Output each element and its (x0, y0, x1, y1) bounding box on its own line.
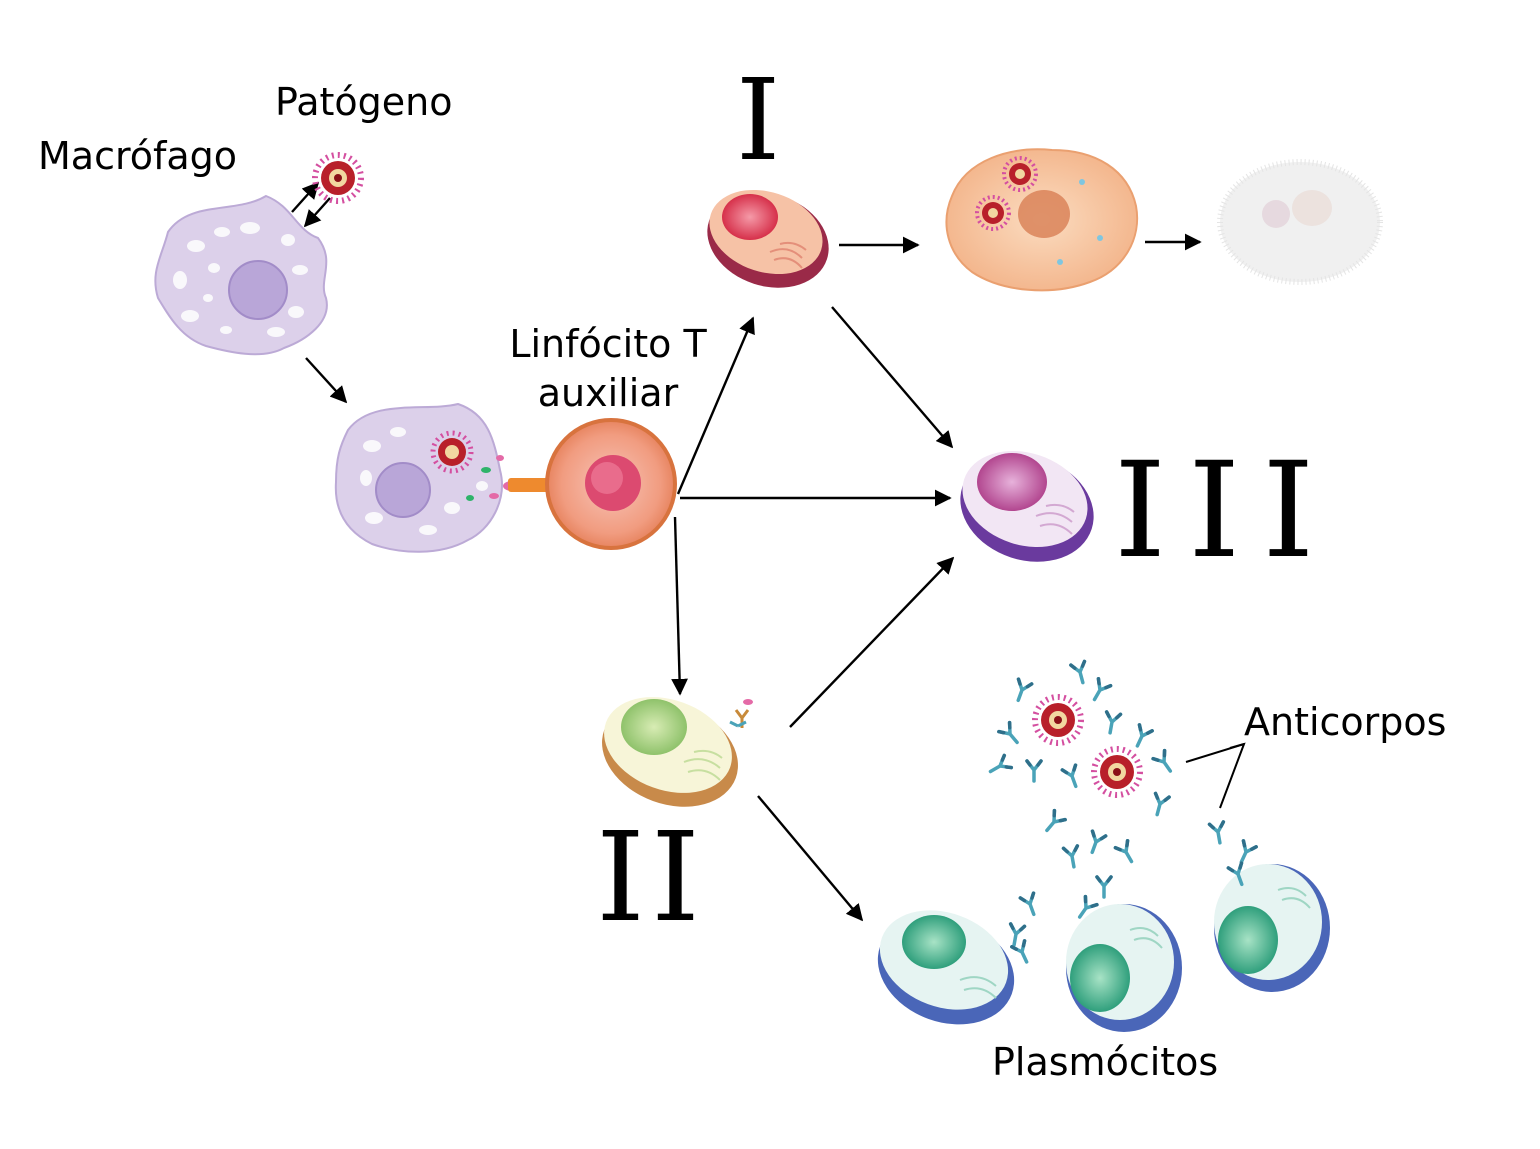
antibody-leader-line-2 (1229, 743, 1245, 749)
antibody-icon (1010, 939, 1029, 964)
arrow-helper-to-bcell (671, 516, 688, 696)
arrow-pathogen-to-macrophage (303, 197, 331, 228)
antibody-icon (1077, 894, 1099, 919)
antibody-icon (1025, 759, 1043, 783)
antibody-icon (1207, 820, 1226, 845)
antibody-icon (1045, 808, 1067, 833)
arrow-macrophage-to-presenting (305, 357, 348, 404)
macrophage-nucleus (228, 260, 288, 320)
neutralized-pathogens (1032, 694, 1143, 798)
antibody-icon (1016, 677, 1034, 703)
plasma-cells-label: Plasmócitos (992, 1040, 1219, 1084)
plasma-cells (877, 864, 1330, 1032)
arrow-macrophage-to-pathogen (291, 181, 320, 213)
pathway-arrows (291, 181, 1246, 922)
macrophage (154, 194, 328, 356)
antibody-icon (1092, 676, 1113, 702)
pathogen (312, 152, 364, 204)
antigen-presenting-macrophage (334, 402, 554, 553)
arrow-cytotoxic-to-memory (831, 306, 954, 449)
antibody-icon (997, 720, 1019, 745)
mhc-tcr-bridge (508, 478, 554, 492)
b-cell-receptors (729, 709, 750, 728)
antibody-icon (1104, 710, 1123, 735)
antibody-icon (1113, 838, 1134, 864)
antibody-icon (1135, 723, 1154, 748)
antibody-icon (1095, 875, 1113, 899)
antibodies-label: Anticorpos (1244, 700, 1447, 744)
helper-t-cell (545, 418, 677, 550)
antibody-icon (1239, 839, 1258, 864)
infected-cell (945, 148, 1139, 292)
pathogen-label: Patógeno (275, 80, 453, 124)
plasma-cell (877, 910, 1015, 1025)
antibody-icon (1061, 844, 1080, 869)
b-cell (602, 697, 753, 807)
antibody-icon (1226, 861, 1244, 887)
arrow-bcell-to-memory (789, 556, 955, 728)
antibodies (988, 659, 1258, 964)
memory-cell (960, 450, 1094, 562)
antibody-icon (1153, 791, 1171, 817)
antibody-leader-lines (1185, 742, 1246, 809)
antibody-icon (1151, 748, 1173, 773)
antibody-icon (988, 753, 1014, 774)
arrow-bcell-to-plasma (757, 795, 864, 922)
pathway-label-i: I (736, 56, 787, 186)
arrow-helper-to-cytotoxic (676, 316, 755, 495)
pathway-label-iii: III (1114, 434, 1337, 588)
helper-t-label-line2: auxiliar (537, 371, 679, 415)
macrophage-label: Macrófago (38, 134, 238, 178)
helper-t-label-line1: Linfócito T (509, 322, 707, 366)
plasma-cell (1214, 864, 1330, 992)
lysed-cell (1217, 159, 1383, 285)
antibody-icon (1018, 891, 1036, 917)
antibody-icon (1060, 763, 1078, 789)
antibody-icon (1090, 829, 1108, 855)
plasma-cell (1066, 904, 1182, 1032)
antibody-icon (1008, 922, 1027, 947)
pathway-label-ii: II (596, 806, 706, 950)
cytotoxic-t-cell (707, 189, 829, 288)
macrophage-vacuoles (173, 222, 308, 337)
antibody-icon (1069, 659, 1087, 685)
